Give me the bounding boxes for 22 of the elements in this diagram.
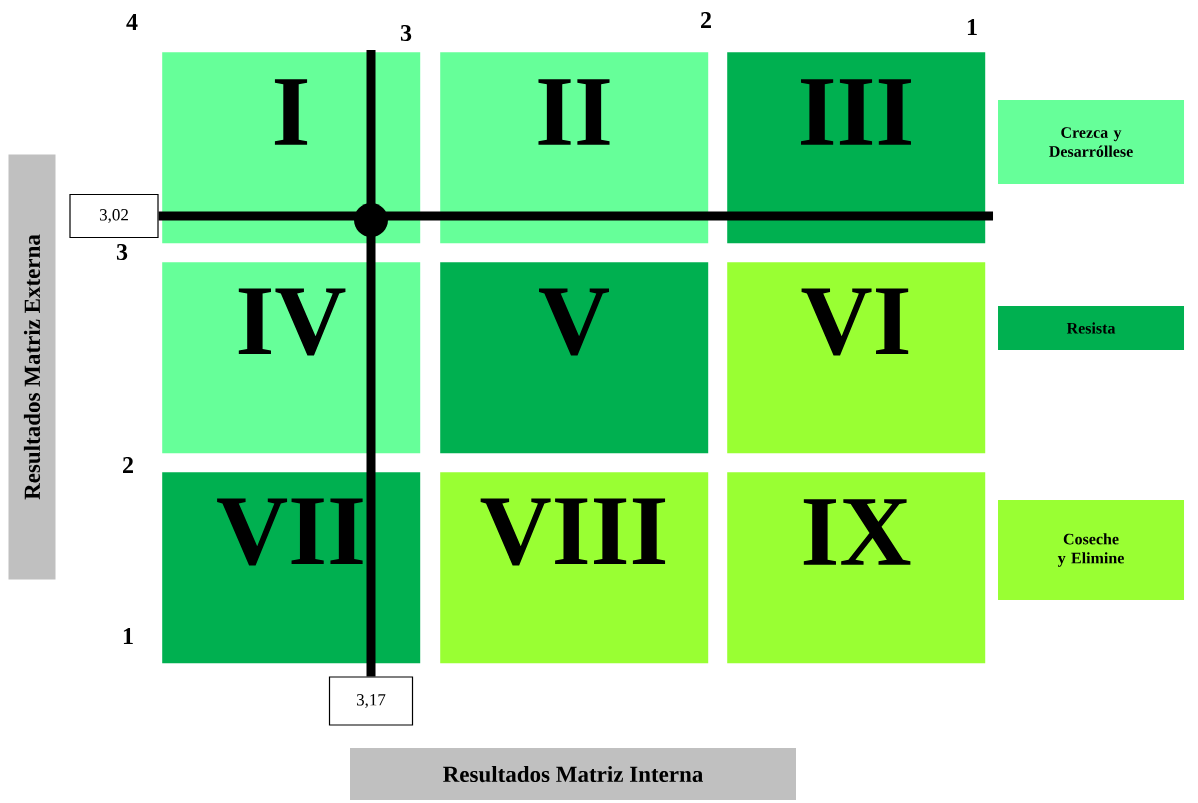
legend-box: Coseche y Elimine	[998, 500, 1184, 600]
axis-title: Resultados Matriz Externa	[8, 154, 56, 580]
matrix-cell: II	[440, 52, 709, 244]
axis-title: Resultados Matriz Interna	[350, 748, 796, 800]
matrix-cell: III	[727, 52, 986, 244]
axis-tick-label: 2	[123, 457, 133, 473]
matrix-cell: VI	[727, 262, 986, 454]
matrix-cell: IV	[162, 262, 421, 454]
value-box: 3,02	[69, 193, 159, 239]
axis-tick-label: 2	[701, 12, 711, 28]
matrix-cell: VII	[162, 472, 421, 664]
axis-tick-label: 3	[400, 24, 412, 42]
axis-tick-label: 4	[126, 14, 138, 30]
matrix-cell: VIII	[440, 472, 709, 664]
axis-tick-label: 1	[123, 628, 133, 644]
legend-box: Resista	[998, 306, 1184, 350]
axis-tick-label: 3	[116, 243, 128, 261]
value-box: 3,17	[328, 676, 414, 726]
matrix-cell: IX	[727, 472, 986, 664]
matrix-cell: V	[440, 262, 709, 454]
matrix-cell: I	[162, 52, 421, 244]
legend-box: Crezca y Desarróllese	[998, 100, 1184, 184]
